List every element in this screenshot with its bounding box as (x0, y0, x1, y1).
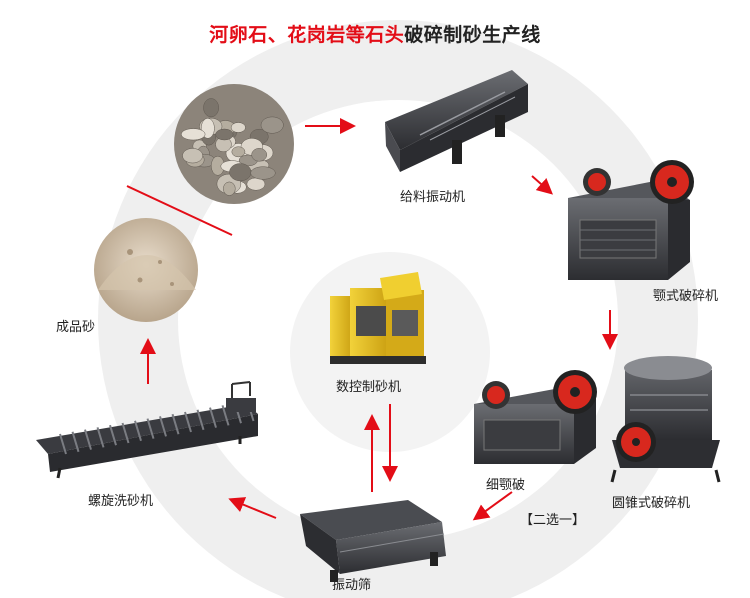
spiral-ridge (184, 411, 192, 433)
sand-making-machine-image (330, 272, 426, 364)
spiral-sand-washer-image (36, 381, 258, 479)
label-sand-maker: 数控制砂机 (336, 380, 402, 395)
pebbles-image (174, 84, 294, 204)
pebble (203, 98, 219, 118)
pebble (229, 163, 252, 182)
pebble (181, 128, 206, 141)
pebble (246, 177, 266, 191)
title-red-part: 河卵石、花岗岩等石头 (209, 24, 405, 46)
vibrating-screen-image (300, 500, 446, 582)
pebble (231, 146, 246, 158)
sand-pile-image (94, 218, 198, 322)
pebble (215, 128, 234, 141)
spiral-ridge (109, 424, 117, 446)
spiral-ridge (159, 416, 167, 437)
spiral-ridge (221, 405, 230, 426)
spiral-ridge (59, 433, 67, 455)
spiral-ridge (121, 422, 130, 444)
label-fine-jaw-crusher: 细颚破 (486, 478, 526, 493)
label-cone-crusher: 圆锥式破碎机 (612, 496, 691, 511)
fine-jaw-crusher-image (474, 370, 597, 464)
arrow-to-screen (472, 491, 513, 521)
pebble (223, 181, 236, 196)
arrow-feeder-to-jaw (531, 175, 553, 195)
spiral-ridge (209, 407, 217, 428)
label-choose-one: 【二选一】 (520, 513, 586, 528)
label-jaw-crusher: 颚式破碎机 (653, 289, 719, 304)
label-sand-washer: 螺旋洗砂机 (88, 494, 154, 509)
pebble (251, 148, 268, 162)
spiral-ridge (96, 427, 105, 448)
label-finished-sand: 成品砂 (56, 320, 96, 335)
spiral-ridge (196, 409, 205, 431)
pebble (182, 148, 203, 164)
spiral-ridge (171, 413, 180, 435)
cycle-separator-line (126, 185, 233, 236)
label-vibrating-screen: 振动筛 (332, 578, 372, 593)
pebble (230, 122, 246, 133)
page-title: 河卵石、花岗岩等石头破碎制砂生产线 (0, 20, 750, 47)
feeder-machine-image (385, 70, 528, 172)
label-feeder: 给料振动机 (400, 190, 466, 205)
spiral-ridge (146, 418, 155, 439)
jaw-crusher-image (568, 160, 694, 280)
spiral-ridge (134, 420, 142, 442)
spiral-ridge (84, 429, 92, 450)
spiral-ridge (71, 431, 80, 453)
title-dark-part: 破碎制砂生产线 (404, 24, 541, 46)
cone-crusher-image (610, 356, 721, 483)
flow-arrows (140, 118, 618, 521)
arrow-screen-to-washer (228, 497, 277, 519)
pebble (250, 166, 276, 180)
pebble (260, 116, 284, 134)
